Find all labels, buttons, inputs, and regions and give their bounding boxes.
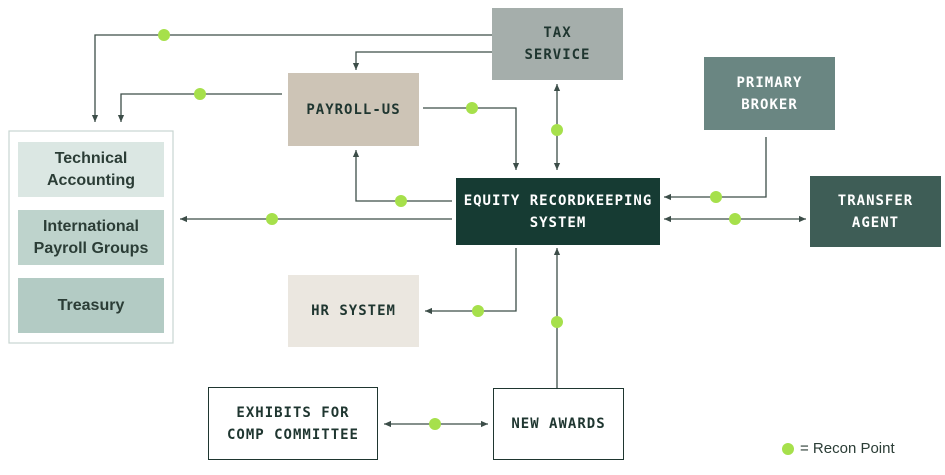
node-primary-broker: PRIMARY BROKER (704, 57, 835, 130)
group-item-technical-accounting: Technical Accounting (18, 142, 164, 197)
legend-label: = Recon Point (800, 440, 895, 457)
recon-point-legend-icon (782, 442, 794, 455)
connector-tax-to-group (91, 34, 492, 122)
recon-point (472, 305, 484, 317)
node-payroll-us: PAYROLL-US (288, 73, 419, 146)
group-container (8, 130, 174, 344)
node-new-awards: NEW AWARDS (493, 388, 624, 460)
connector-tax-to-payroll (352, 51, 492, 70)
recon-point (551, 316, 563, 328)
legend: = Recon Point (782, 440, 895, 457)
recon-point (551, 124, 563, 136)
node-exhibits-for-comp-committee: EXHIBITS FOR COMP COMMITTEE (208, 387, 378, 460)
connector-payroll-to-equity (423, 107, 520, 170)
group-item-international-payroll: International Payroll Groups (18, 210, 164, 265)
recon-point (194, 88, 206, 100)
recon-point (395, 195, 407, 207)
recon-point (729, 213, 741, 225)
connector-broker-to-equity (664, 137, 767, 201)
connector-equity-to-hr (425, 248, 517, 315)
node-tax-service: TAX SERVICE (492, 8, 623, 80)
recon-point (429, 418, 441, 430)
recon-point (710, 191, 722, 203)
group-item-treasury: Treasury (18, 278, 164, 333)
node-hr-system: HR SYSTEM (288, 275, 419, 347)
node-transfer-agent: TRANSFER AGENT (810, 176, 941, 247)
recon-point (158, 29, 170, 41)
connector-payroll-to-group (117, 93, 282, 122)
recon-point (266, 213, 278, 225)
connector-equity-to-payroll (352, 150, 452, 202)
recon-point (466, 102, 478, 114)
node-equity-recordkeeping-system: EQUITY RECORDKEEPING SYSTEM (456, 178, 660, 245)
